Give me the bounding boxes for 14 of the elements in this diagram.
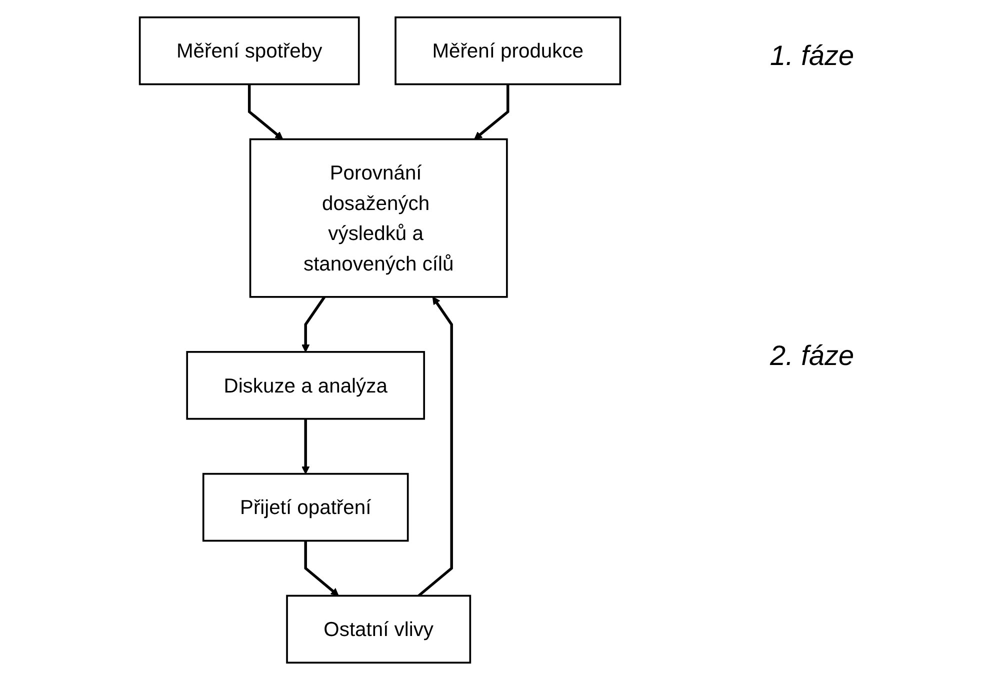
arrow xyxy=(302,418,310,474)
arrow xyxy=(304,540,339,596)
process-box: Měření spotřeby xyxy=(138,16,360,86)
arrow xyxy=(302,296,326,352)
arrow xyxy=(474,84,510,140)
process-box: Měření produkce xyxy=(394,16,622,86)
arrow xyxy=(248,84,284,140)
process-box: Diskuze a analýza xyxy=(186,351,426,420)
process-box: Ostatní vlivy xyxy=(286,594,472,664)
process-box: Porovnání dosažených výsledků a stanovených cílů xyxy=(249,138,508,298)
phase-label: 2. fáze xyxy=(770,340,854,372)
arrow xyxy=(418,296,453,597)
process-box: Přijetí opatření xyxy=(202,472,409,542)
phase-label: 1. fáze xyxy=(770,40,854,72)
